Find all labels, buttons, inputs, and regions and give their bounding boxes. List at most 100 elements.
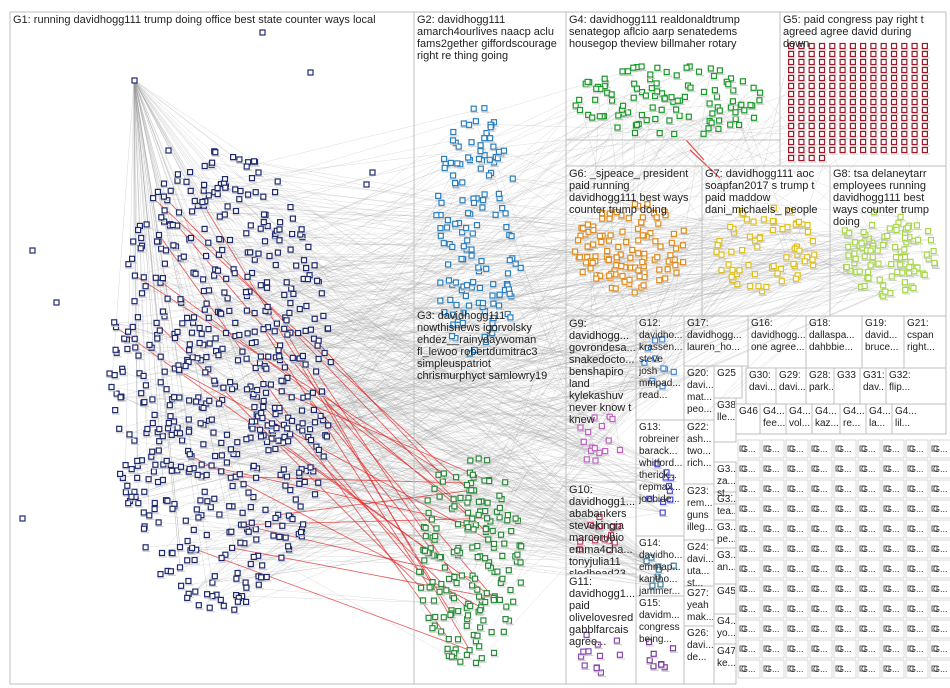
- node-g1: [117, 394, 124, 401]
- node-g8: [894, 269, 901, 276]
- edge: [457, 204, 636, 551]
- node-g4: [681, 93, 689, 101]
- node-g1: [149, 448, 156, 455]
- small-group-box: [881, 599, 905, 619]
- node-g5: [818, 106, 826, 114]
- small-group-box: [905, 539, 929, 559]
- edge: [590, 268, 595, 418]
- small-group-box: [929, 459, 950, 479]
- node-g1: [253, 536, 260, 543]
- node-g7: [713, 248, 720, 255]
- group-label-g1: G1: running davidhogg111 trump doing off…: [13, 14, 376, 26]
- node-g5: [870, 98, 877, 106]
- small-group-label: G...: [813, 484, 828, 494]
- node-g3: [485, 536, 492, 543]
- node-g3: [453, 474, 460, 481]
- node-g1: [289, 354, 296, 361]
- node-g1: [216, 236, 223, 243]
- node-g13: [659, 498, 667, 505]
- edge: [320, 221, 774, 417]
- edge: [247, 219, 747, 278]
- node-g1: [125, 500, 132, 507]
- node-g1: [260, 397, 267, 404]
- edge: [578, 99, 653, 381]
- edge: [612, 251, 732, 420]
- small-group-label: G...: [837, 584, 852, 594]
- node-g3: [476, 593, 483, 600]
- edge: [247, 252, 663, 513]
- small-group-label: G...: [789, 504, 804, 514]
- node-g9: [591, 414, 598, 421]
- edge: [292, 218, 595, 449]
- edge: [652, 254, 798, 382]
- node-g1-outlier: [53, 299, 60, 306]
- edge: [320, 415, 581, 428]
- edge: [235, 71, 629, 190]
- small-group-node: [907, 445, 914, 452]
- edge: [250, 452, 600, 565]
- node-g1: [206, 397, 213, 404]
- node-g11: [594, 641, 601, 648]
- node-g5: [911, 98, 918, 106]
- node-g6: [631, 201, 639, 208]
- edge: [465, 70, 721, 229]
- node-g6: [657, 243, 664, 250]
- node-g4: [576, 96, 583, 104]
- small-group-node: [763, 645, 770, 652]
- edge: [132, 79, 135, 328]
- node-g1: [169, 549, 176, 557]
- edge: [601, 90, 716, 214]
- node-g10: [611, 539, 618, 546]
- node-g5: [890, 90, 898, 98]
- node-g2: [508, 233, 515, 240]
- edge: [125, 79, 135, 466]
- node-g5: [859, 122, 867, 130]
- edge: [301, 272, 645, 537]
- edge: [143, 324, 454, 377]
- edge: [200, 235, 600, 361]
- edge: [214, 140, 454, 193]
- node-g5: [798, 74, 805, 82]
- small-group-node: [811, 445, 818, 452]
- small-group-node: [787, 585, 794, 592]
- node-g1: [204, 591, 211, 598]
- node-g1: [122, 489, 130, 496]
- edge: [289, 516, 600, 550]
- node-g1: [134, 474, 141, 481]
- edge: [260, 228, 652, 558]
- node-g1: [137, 245, 144, 252]
- node-g5: [839, 130, 846, 138]
- edge: [662, 264, 729, 387]
- node-g3: [421, 547, 428, 554]
- node-g2: [504, 270, 512, 277]
- small-group-label: G...: [861, 524, 876, 534]
- node-g2: [465, 302, 473, 309]
- edge: [133, 79, 141, 226]
- node-g1: [229, 386, 236, 393]
- edge: [189, 261, 911, 455]
- group-label-g10: G10: davidhogg1... ababankers stevekingi…: [569, 484, 635, 574]
- node-g5: [849, 138, 857, 146]
- edge-highlight: [283, 328, 470, 651]
- small-group-box: [785, 439, 809, 459]
- node-g3: [474, 542, 481, 550]
- edge: [279, 240, 610, 551]
- node-g4: [642, 92, 650, 99]
- edge: [502, 207, 596, 262]
- node-g1: [286, 309, 293, 316]
- node-g7: [745, 261, 752, 269]
- node-g1: [274, 249, 281, 256]
- node-g6: [598, 238, 605, 245]
- node-g1: [257, 353, 264, 360]
- node-g5: [901, 106, 908, 114]
- small-group-node: [835, 645, 842, 652]
- node-g2: [489, 292, 496, 299]
- edge: [135, 347, 659, 570]
- edge: [195, 273, 613, 420]
- edge: [735, 112, 787, 258]
- small-group-box: [761, 579, 785, 599]
- node-g3: [464, 612, 472, 619]
- node-g3: [499, 552, 506, 560]
- node-g3: [425, 509, 432, 516]
- small-group-box: [929, 659, 950, 679]
